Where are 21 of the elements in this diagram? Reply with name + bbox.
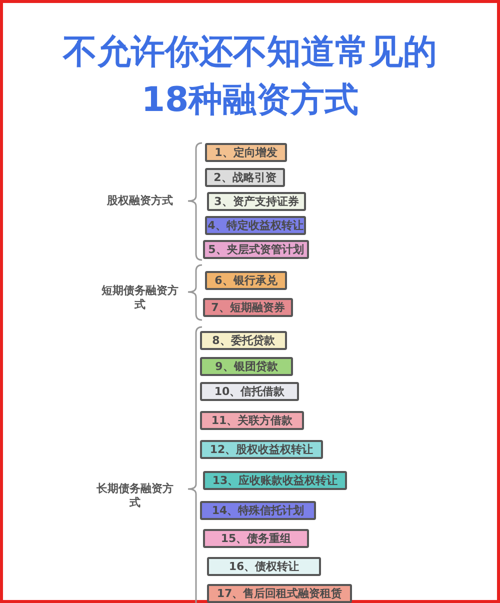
item-box: 1、定向增发	[205, 143, 287, 162]
item-box: 5、夹层式资管计划	[203, 240, 309, 259]
category-label: 股权融资方式	[106, 194, 174, 208]
item-box: 2、战略引资	[205, 168, 285, 187]
item-box: 13、应收账款收益权转让	[203, 471, 347, 490]
item-box: 17、售后回租式融资租赁	[207, 584, 352, 603]
title: 不允许你还不知道常见的18种融资方式	[62, 31, 438, 122]
item-box: 8、委托贷款	[200, 331, 287, 350]
item-box: 11、关联方借款	[200, 411, 304, 430]
item-box: 10、信托借款	[200, 382, 299, 401]
item-box: 14、特殊信托计划	[200, 501, 316, 520]
item-box: 16、债权转让	[207, 557, 321, 576]
category-label: 长期债务融资方式	[96, 482, 174, 510]
item-box: 4、特定收益权转让	[205, 216, 306, 235]
category-label: 短期债务融资方式	[100, 284, 180, 312]
item-box: 12、股权收益权转让	[200, 440, 323, 459]
item-box: 15、债务重组	[203, 529, 309, 548]
item-box: 9、银团贷款	[200, 357, 293, 376]
item-box: 7、短期融资券	[203, 298, 293, 317]
item-box: 6、银行承兑	[205, 271, 287, 290]
item-box: 3、资产支持证券	[207, 192, 306, 211]
